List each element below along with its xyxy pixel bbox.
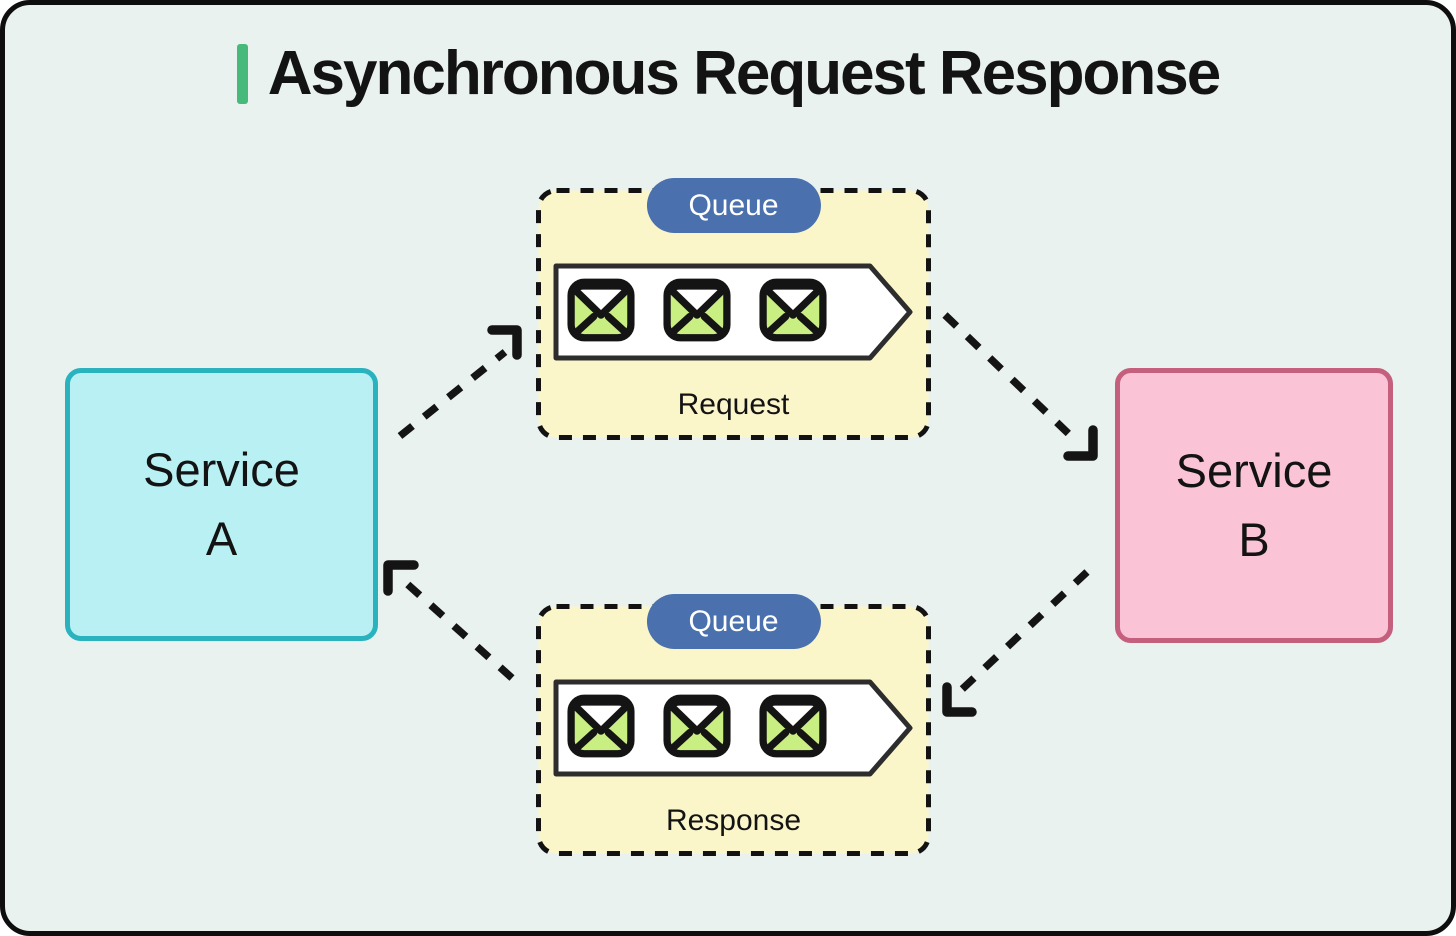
envelope-icon xyxy=(567,278,635,342)
response-queue: Queue Response xyxy=(536,594,931,856)
service-a-node: Service A xyxy=(65,368,378,641)
request-queue: Queue Request xyxy=(536,178,931,440)
response-message-row xyxy=(566,691,828,761)
service-a-label-line2: A xyxy=(205,511,238,565)
request-queue-badge: Queue xyxy=(646,178,821,233)
service-b-node: Service B xyxy=(1115,368,1393,643)
service-b-label-line2: B xyxy=(1238,512,1270,566)
envelope-icon xyxy=(663,694,731,758)
response-queue-badge: Queue xyxy=(646,594,821,649)
service-b-label-line1: Service xyxy=(1175,444,1333,498)
response-queue-label: Response xyxy=(665,804,802,837)
page-title: Asynchronous Request Response xyxy=(267,39,1221,108)
envelope-icon xyxy=(567,694,635,758)
title-row: Asynchronous Request Response xyxy=(0,38,1456,109)
envelope-icon xyxy=(759,694,827,758)
service-a-label-line1: Service xyxy=(143,443,300,497)
envelope-icon xyxy=(663,278,731,342)
request-message-row xyxy=(566,275,828,345)
title-accent-bar xyxy=(236,43,248,104)
envelope-icon xyxy=(759,278,827,342)
request-queue-label: Request xyxy=(677,388,790,421)
